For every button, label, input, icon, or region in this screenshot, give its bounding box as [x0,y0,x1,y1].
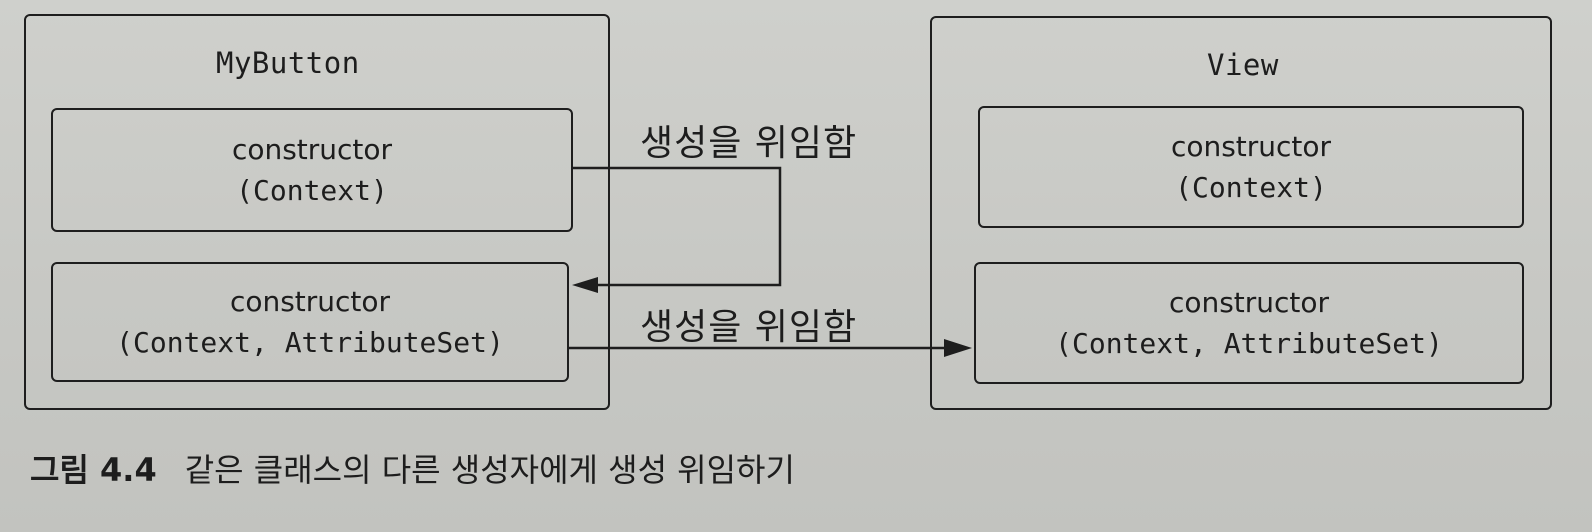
external-delegation-label: 생성을 위임함 [640,307,858,348]
figure-number: 그림 4.4 [30,451,157,489]
mybutton-constructor-context: constructor (Context) [51,108,573,232]
constructor-name: constructor [229,285,391,318]
figure-caption-text: 같은 클래스의 다른 생성자에게 생성 위임하기 [184,451,795,489]
view-constructor-context: constructor (Context) [978,106,1524,228]
external-delegation-arrowhead [944,339,972,357]
view-class-title: View [1207,48,1279,82]
constructor-name: constructor [1170,130,1332,163]
internal-delegation-arrow-line [572,166,782,287]
view-class-box [930,16,1552,410]
internal-delegation-arrowhead [572,277,598,293]
internal-delegation-label: 생성을 위임함 [640,123,858,164]
mybutton-class-title: MyButton [216,46,360,80]
constructor-name: constructor [231,133,393,166]
constructor-params: (Context, AttributeSet) [1055,327,1443,360]
constructor-params: (Context, AttributeSet) [116,326,504,359]
constructor-params: (Context) [236,174,388,207]
figure-caption: 그림 4.4 같은 클래스의 다른 생성자에게 생성 위임하기 [30,445,795,491]
view-constructor-context-attrs: constructor (Context, AttributeSet) [974,262,1524,384]
constructor-params: (Context) [1175,171,1327,204]
constructor-name: constructor [1168,286,1330,319]
mybutton-class-box [24,14,610,410]
mybutton-constructor-context-attrs: constructor (Context, AttributeSet) [51,262,569,382]
